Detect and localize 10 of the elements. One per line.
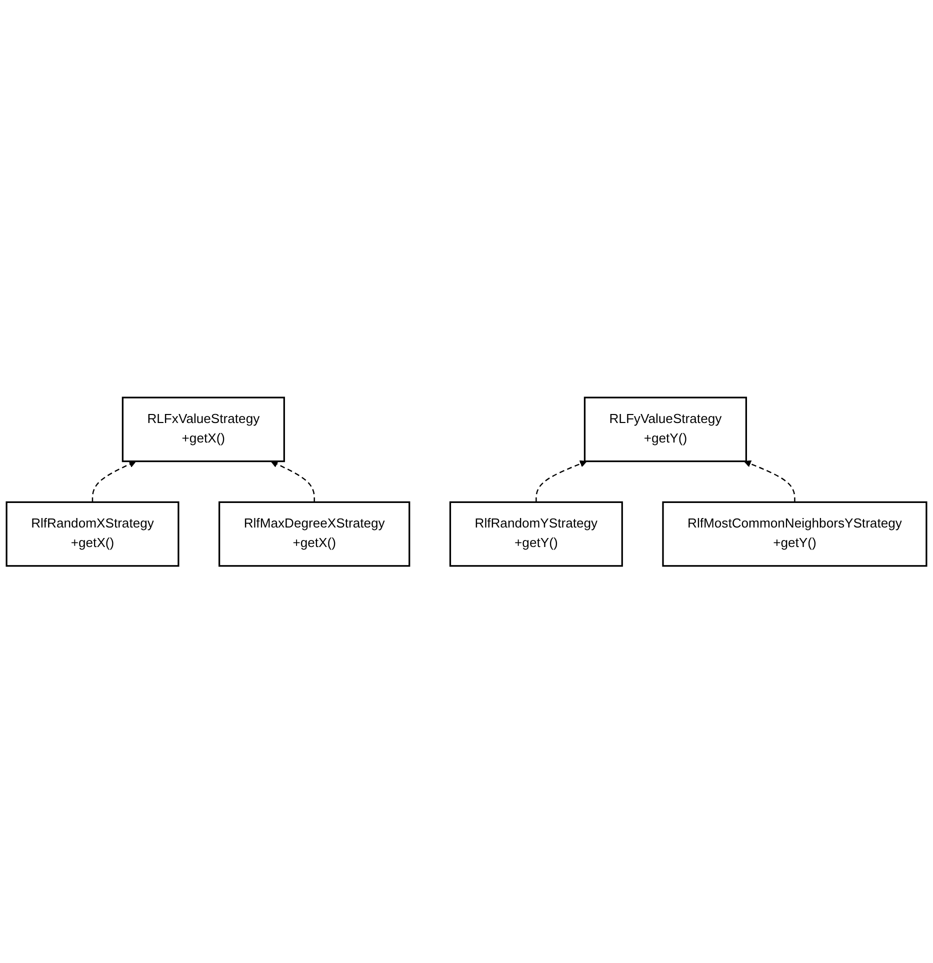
arrow bbox=[536, 460, 587, 502]
arrow bbox=[744, 460, 796, 502]
node-box: RLFxValueStrategy +getX() bbox=[122, 396, 285, 462]
node-box: RlfMostCommonNeighborsYStrategy +getY() bbox=[662, 501, 928, 566]
node-box: RlfRandomYStrategy +getY() bbox=[449, 501, 623, 566]
node-box: RLFyValueStrategy +getY() bbox=[584, 396, 747, 462]
arrow bbox=[270, 460, 315, 502]
node-box: RlfMaxDegreeXStrategy +getX() bbox=[218, 501, 410, 566]
node-box: RlfRandomXStrategy +getX() bbox=[6, 501, 180, 566]
arrow bbox=[92, 460, 136, 502]
